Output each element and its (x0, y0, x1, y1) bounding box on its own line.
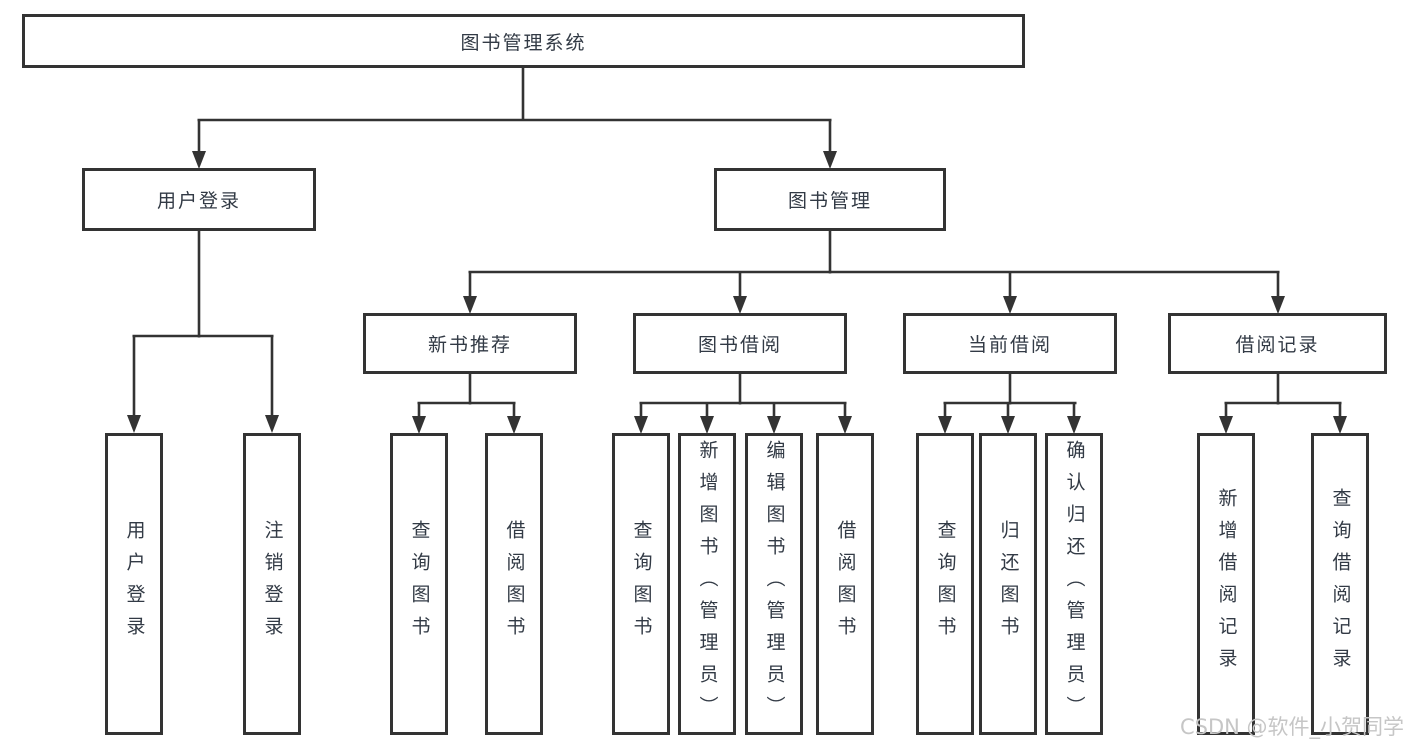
leaf-label: 查询图书 (630, 520, 653, 648)
node-borrowing-records: 借阅记录 (1168, 313, 1387, 374)
leaf-label: 查询图书 (934, 520, 957, 648)
node-label: 图书管理 (787, 190, 872, 212)
leaf-query-books-borrowing: 查询图书 (612, 433, 670, 735)
leaf-confirm-return-admin: 确认归还（管理员） (1045, 433, 1103, 735)
leaf-label: 查询借阅记录 (1329, 488, 1352, 680)
leaf-label: 确认归还（管理员） (1063, 440, 1086, 728)
leaf-label: 借阅图书 (503, 520, 526, 648)
node-label: 当前借阅 (967, 334, 1052, 356)
leaf-add-borrow-record: 新增借阅记录 (1197, 433, 1255, 735)
leaf-borrow-books-borrowing: 借阅图书 (816, 433, 874, 735)
node-book-borrowing: 图书借阅 (633, 313, 847, 374)
leaf-label: 新增借阅记录 (1215, 488, 1238, 680)
node-label: 借阅记录 (1235, 334, 1320, 356)
leaf-user-login: 用户登录 (105, 433, 163, 735)
node-label: 图书管理系统 (460, 31, 587, 54)
node-root: 图书管理系统 (22, 14, 1025, 68)
leaf-label: 查询图书 (408, 520, 431, 648)
leaf-return-books: 归还图书 (979, 433, 1037, 735)
node-user-login: 用户登录 (82, 168, 316, 231)
leaf-label: 编辑图书（管理员） (763, 440, 786, 728)
leaf-query-books-recommend: 查询图书 (390, 433, 448, 735)
leaf-logout: 注销登录 (243, 433, 301, 735)
node-new-book-recommend: 新书推荐 (363, 313, 577, 374)
leaf-label: 借阅图书 (834, 520, 857, 648)
leaf-label: 用户登录 (123, 520, 146, 648)
leaf-edit-book-admin: 编辑图书（管理员） (745, 433, 803, 735)
leaf-label: 注销登录 (261, 520, 284, 648)
leaf-add-book-admin: 新增图书（管理员） (678, 433, 736, 735)
leaf-query-borrow-record: 查询借阅记录 (1311, 433, 1369, 735)
node-book-management: 图书管理 (714, 168, 946, 231)
leaf-borrow-books-recommend: 借阅图书 (485, 433, 543, 735)
leaf-label: 归还图书 (997, 520, 1020, 648)
node-label: 用户登录 (156, 190, 241, 212)
node-label: 新书推荐 (427, 334, 512, 356)
csdn-watermark: CSDN @软件_小贺同学 (1180, 715, 1405, 739)
node-current-borrowing: 当前借阅 (903, 313, 1117, 374)
leaf-label: 新增图书（管理员） (696, 440, 719, 728)
node-label: 图书借阅 (697, 334, 782, 356)
leaf-query-books-current: 查询图书 (916, 433, 974, 735)
